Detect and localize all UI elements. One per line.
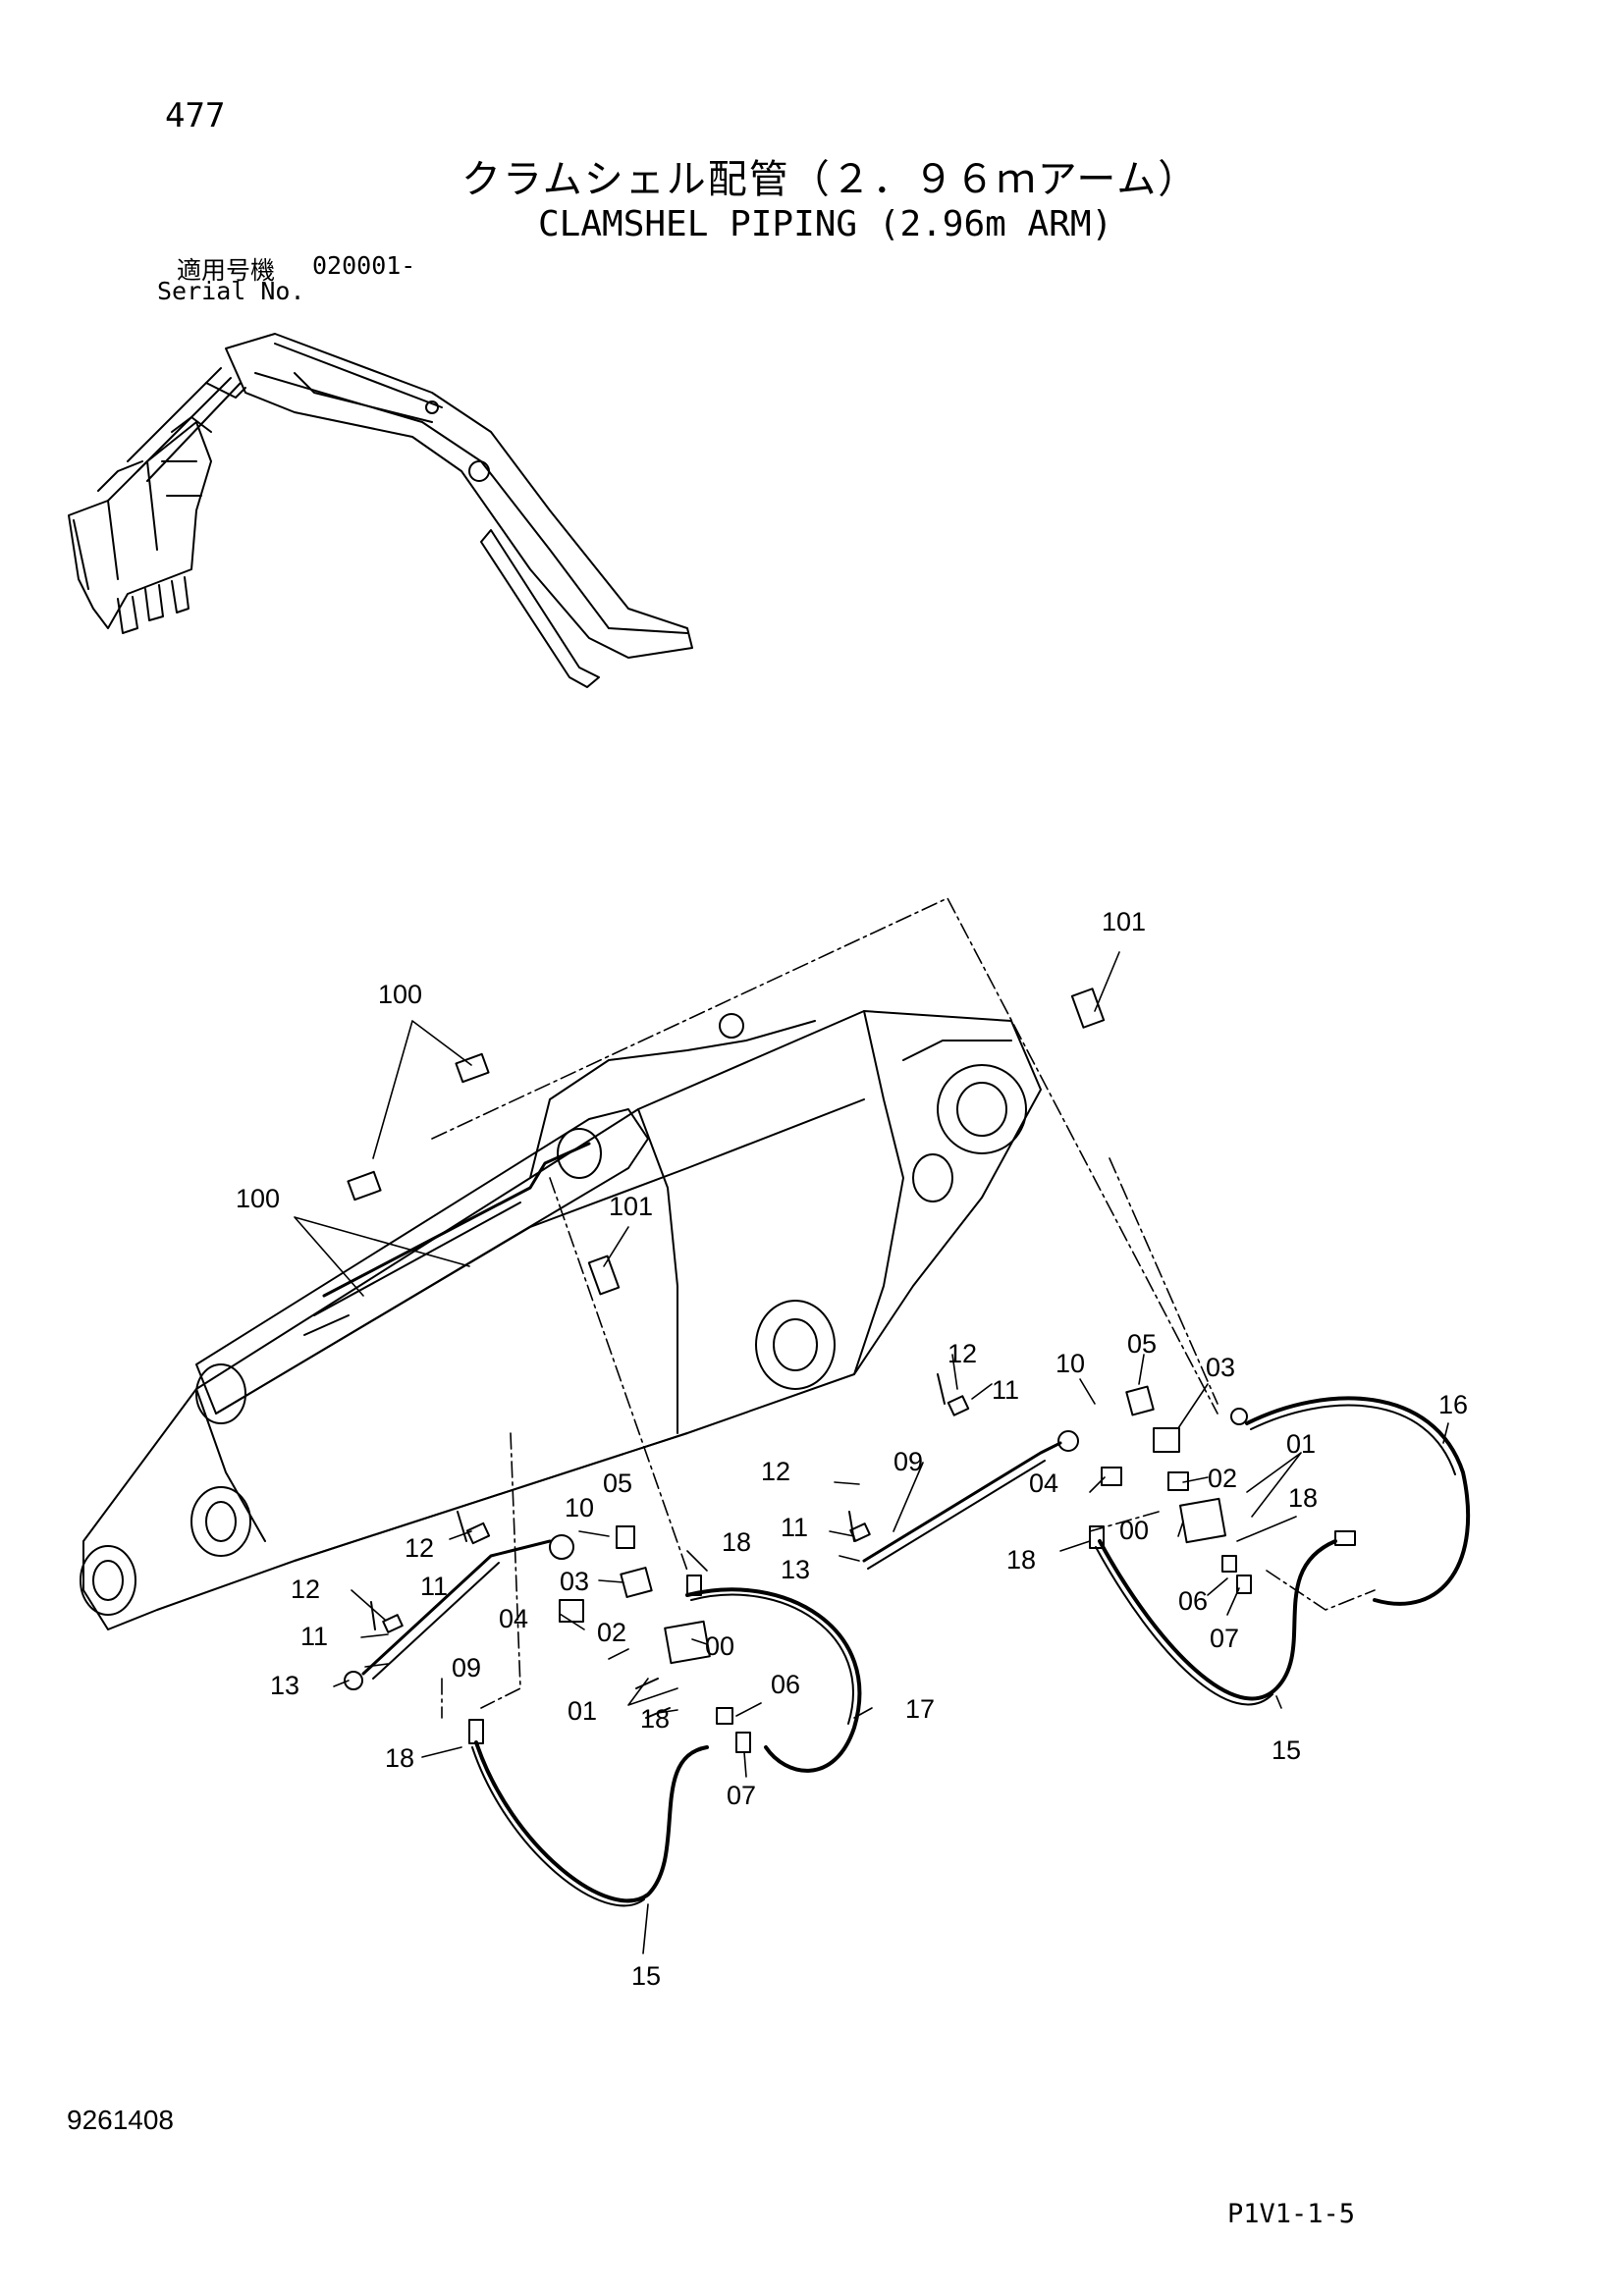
callout-15-left: 15 [631, 1961, 661, 1991]
callout-right-18-lower: 18 [1006, 1545, 1036, 1575]
callout-left-02: 02 [597, 1618, 626, 1647]
callout-right-13: 13 [781, 1555, 810, 1584]
callout-100-top: 100 [378, 980, 422, 1009]
callout-right-02: 02 [1208, 1464, 1237, 1493]
clamp-101-b [587, 1255, 621, 1296]
arm-body [82, 1010, 1042, 1630]
callout-right-06: 06 [1178, 1586, 1208, 1616]
callout-100-mid: 100 [236, 1184, 280, 1213]
page-number: 477 [165, 96, 226, 135]
hose-15-right [1098, 1539, 1337, 1701]
callout-right-05: 05 [1127, 1329, 1157, 1359]
page-title-english: CLAMSHEL PIPING (2.96m ARM) [538, 204, 1113, 244]
serial-label-english: Serial No. [157, 277, 305, 305]
callout-left-12-upper: 12 [405, 1533, 434, 1563]
serial-label-japanese: 適用号機 [177, 256, 276, 285]
callout-left-03: 03 [560, 1567, 589, 1596]
callout-right-12-upper: 12 [947, 1339, 977, 1368]
arm-top-boss [937, 1064, 1027, 1154]
document-number: 9261408 [67, 2105, 175, 2135]
callout-left-09: 09 [452, 1653, 481, 1682]
clamp-101-a [1070, 988, 1106, 1029]
callout-right-18-upper: 18 [1288, 1483, 1318, 1513]
clamp-100-a [455, 1052, 490, 1084]
clamp-100-b [347, 1170, 382, 1201]
left-pipe-09 [361, 1539, 552, 1676]
callout-17: 17 [905, 1694, 935, 1724]
right-pipe-09 [862, 1441, 1062, 1563]
callout-left-18-upper: 18 [722, 1527, 751, 1557]
callout-left-18-hose: 18 [385, 1743, 414, 1773]
callout-left-07: 07 [727, 1781, 756, 1810]
callout-right-07: 07 [1210, 1624, 1239, 1653]
arm-cylinder [195, 1108, 649, 1415]
callout-right-11-upper: 11 [992, 1375, 1019, 1405]
callout-left-06: 06 [771, 1670, 800, 1699]
callout-right-11-lower: 11 [781, 1513, 808, 1542]
callout-left-01: 01 [568, 1696, 597, 1726]
callout-left-00: 00 [705, 1631, 734, 1661]
arm-end-boss [80, 1545, 136, 1616]
serial-number-value: 020001- [312, 251, 416, 280]
callout-101-right: 101 [1102, 907, 1146, 936]
callout-right-09: 09 [893, 1447, 923, 1476]
callout-left-12-lower: 12 [291, 1575, 320, 1604]
arm-pin-boss [190, 1486, 251, 1557]
callout-left-05: 05 [603, 1468, 632, 1498]
page-code: P1V1-1-5 [1227, 2199, 1356, 2229]
callout-left-04: 04 [499, 1604, 528, 1633]
callout-right-04: 04 [1029, 1468, 1058, 1498]
hose-16 [1245, 1396, 1471, 1606]
callout-right-00: 00 [1119, 1516, 1149, 1545]
callout-left-13: 13 [270, 1671, 299, 1700]
callout-right-01: 01 [1286, 1429, 1316, 1459]
left-block-00 [664, 1620, 711, 1665]
callout-101-center: 101 [609, 1192, 653, 1221]
right-block-00 [1179, 1497, 1226, 1544]
callout-left-11-upper: 11 [420, 1572, 448, 1601]
callout-left-10: 10 [565, 1493, 594, 1522]
arm-center-boss [755, 1300, 836, 1390]
callout-right-10: 10 [1056, 1349, 1085, 1378]
callout-left-18-lower: 18 [640, 1704, 670, 1734]
callout-left-11-lower: 11 [300, 1622, 328, 1651]
page-title-japanese: クラムシェル配管（２．９６ｍアーム） [461, 157, 1200, 202]
callout-15-right: 15 [1272, 1735, 1301, 1765]
hose-15-left [474, 1740, 709, 1903]
hose-17 [685, 1587, 862, 1773]
callout-16: 16 [1438, 1390, 1468, 1419]
callout-right-03: 03 [1206, 1353, 1235, 1382]
callout-right-12-lower: 12 [761, 1457, 790, 1486]
